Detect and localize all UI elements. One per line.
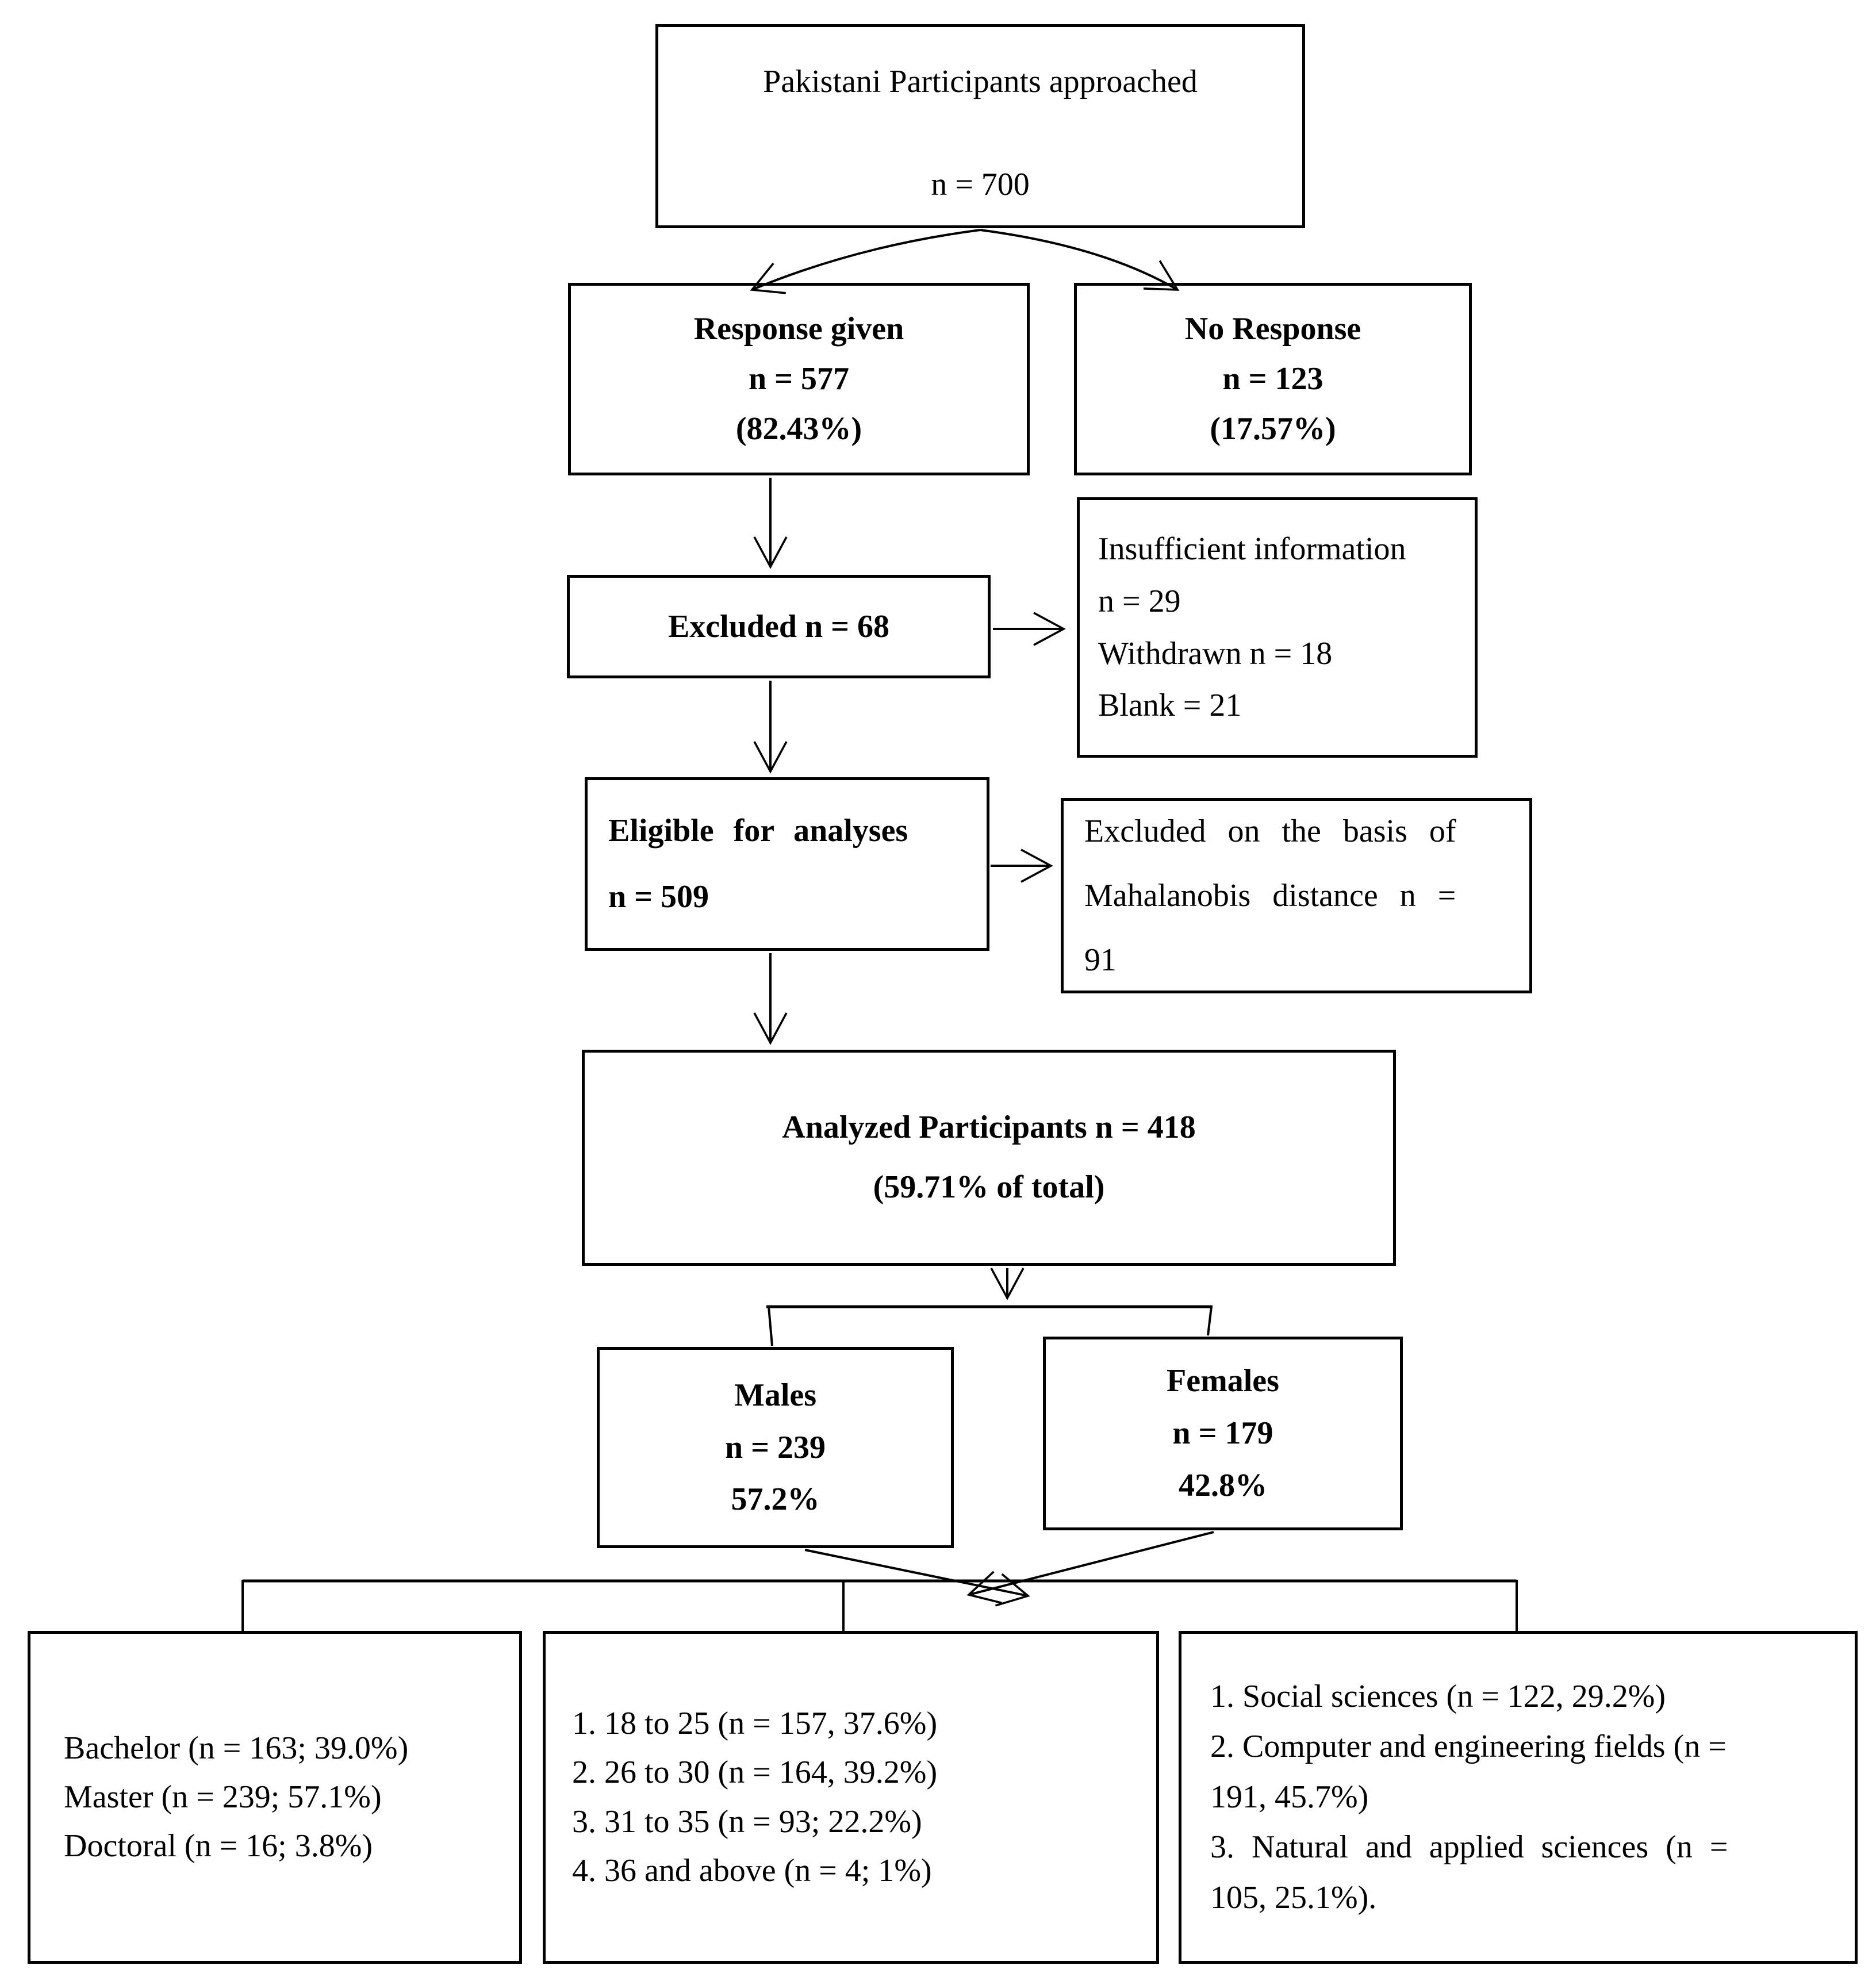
females-box: Females n = 179 42.8% bbox=[1043, 1337, 1403, 1530]
education-bachelor: Bachelor (n = 163; 39.0%) bbox=[64, 1730, 409, 1766]
approached-box: Pakistani Participants approached n = 70… bbox=[655, 24, 1305, 228]
fields-computer: 2. Computer and engineering fields (n = bbox=[1210, 1729, 1727, 1765]
fields-natural: 3. Natural and applied sciences (n = bbox=[1210, 1829, 1728, 1865]
reason-insufficient: Insufficient information bbox=[1098, 531, 1406, 567]
males-percent: 57.2% bbox=[731, 1481, 820, 1518]
approached-n: n = 700 bbox=[931, 166, 1030, 202]
males-title: Males bbox=[734, 1377, 817, 1413]
females-title: Females bbox=[1167, 1363, 1279, 1399]
mahalanobis-line2: Mahalanobis distance n = bbox=[1084, 878, 1456, 913]
fields-box: 1. Social sciences (n = 122, 29.2%) 2. C… bbox=[1179, 1631, 1858, 1964]
connector-approached-to-response bbox=[750, 229, 981, 294]
response-given-percent: (82.43%) bbox=[735, 410, 862, 447]
gender-split-drop-females bbox=[1207, 1306, 1213, 1336]
age-18-25: 1. 18 to 25 (n = 157, 37.6%) bbox=[572, 1706, 938, 1742]
reason-insufficient-n: n = 29 bbox=[1098, 583, 1181, 619]
connector-females-to-merge bbox=[966, 1531, 1214, 1604]
eligible-n: n = 509 bbox=[608, 879, 709, 915]
males-n: n = 239 bbox=[724, 1429, 826, 1465]
connector-males-to-merge bbox=[804, 1549, 1030, 1607]
response-given-title: Response given bbox=[693, 311, 904, 347]
eligible-box: Eligible for analyses n = 509 bbox=[585, 777, 989, 951]
connector-approached-to-no-response bbox=[980, 229, 1180, 291]
no-response-percent: (17.57%) bbox=[1210, 410, 1336, 447]
mahalanobis-line1: Excluded on the basis of bbox=[1084, 813, 1456, 849]
no-response-title: No Response bbox=[1184, 311, 1361, 347]
excluded-box: Excluded n = 68 bbox=[567, 575, 991, 678]
reason-withdrawn: Withdrawn n = 18 bbox=[1098, 635, 1333, 671]
age-36-above: 4. 36 and above (n = 4; 1%) bbox=[572, 1852, 932, 1888]
response-given-n: n = 577 bbox=[748, 361, 850, 397]
mahalanobis-n: 91 bbox=[1084, 942, 1117, 978]
fields-social: 1. Social sciences (n = 122, 29.2%) bbox=[1210, 1679, 1666, 1715]
gender-split-drop-males bbox=[768, 1306, 773, 1346]
age-groups-box: 1. 18 to 25 (n = 157, 37.6%) 2. 26 to 30… bbox=[543, 1631, 1159, 1964]
females-percent: 42.8% bbox=[1179, 1467, 1267, 1503]
exclusion-reasons-box: Insufficient information n = 29 Withdraw… bbox=[1077, 497, 1478, 758]
males-box: Males n = 239 57.2% bbox=[597, 1347, 954, 1548]
response-given-box: Response given n = 577 (82.43%) bbox=[568, 283, 1030, 475]
mahalanobis-box: Excluded on the basis of Mahalanobis dis… bbox=[1061, 798, 1532, 993]
analyzed-n: Analyzed Participants n = 418 bbox=[782, 1110, 1196, 1146]
education-doctoral: Doctoral (n = 16; 3.8%) bbox=[64, 1828, 373, 1864]
education-box: Bachelor (n = 163; 39.0%) Master (n = 23… bbox=[28, 1631, 522, 1964]
age-26-30: 2. 26 to 30 (n = 164, 39.2%) bbox=[572, 1755, 938, 1791]
analyzed-box: Analyzed Participants n = 418 (59.71% of… bbox=[582, 1050, 1396, 1266]
excluded-label: Excluded n = 68 bbox=[667, 608, 890, 644]
education-master: Master (n = 239; 57.1%) bbox=[64, 1779, 382, 1815]
reason-blank: Blank = 21 bbox=[1098, 688, 1242, 724]
fields-natural-n: 105, 25.1%). bbox=[1210, 1879, 1377, 1915]
analyzed-percent: (59.71% of total) bbox=[873, 1169, 1105, 1205]
eligible-title: Eligible for analyses bbox=[608, 813, 908, 849]
no-response-box: No Response n = 123 (17.57%) bbox=[1074, 283, 1472, 475]
females-n: n = 179 bbox=[1172, 1415, 1273, 1452]
fields-computer-n: 191, 45.7%) bbox=[1210, 1779, 1369, 1815]
age-31-35: 3. 31 to 35 (n = 93; 22.2%) bbox=[572, 1803, 922, 1840]
no-response-n: n = 123 bbox=[1222, 361, 1323, 397]
approached-title: Pakistani Participants approached bbox=[763, 64, 1198, 99]
